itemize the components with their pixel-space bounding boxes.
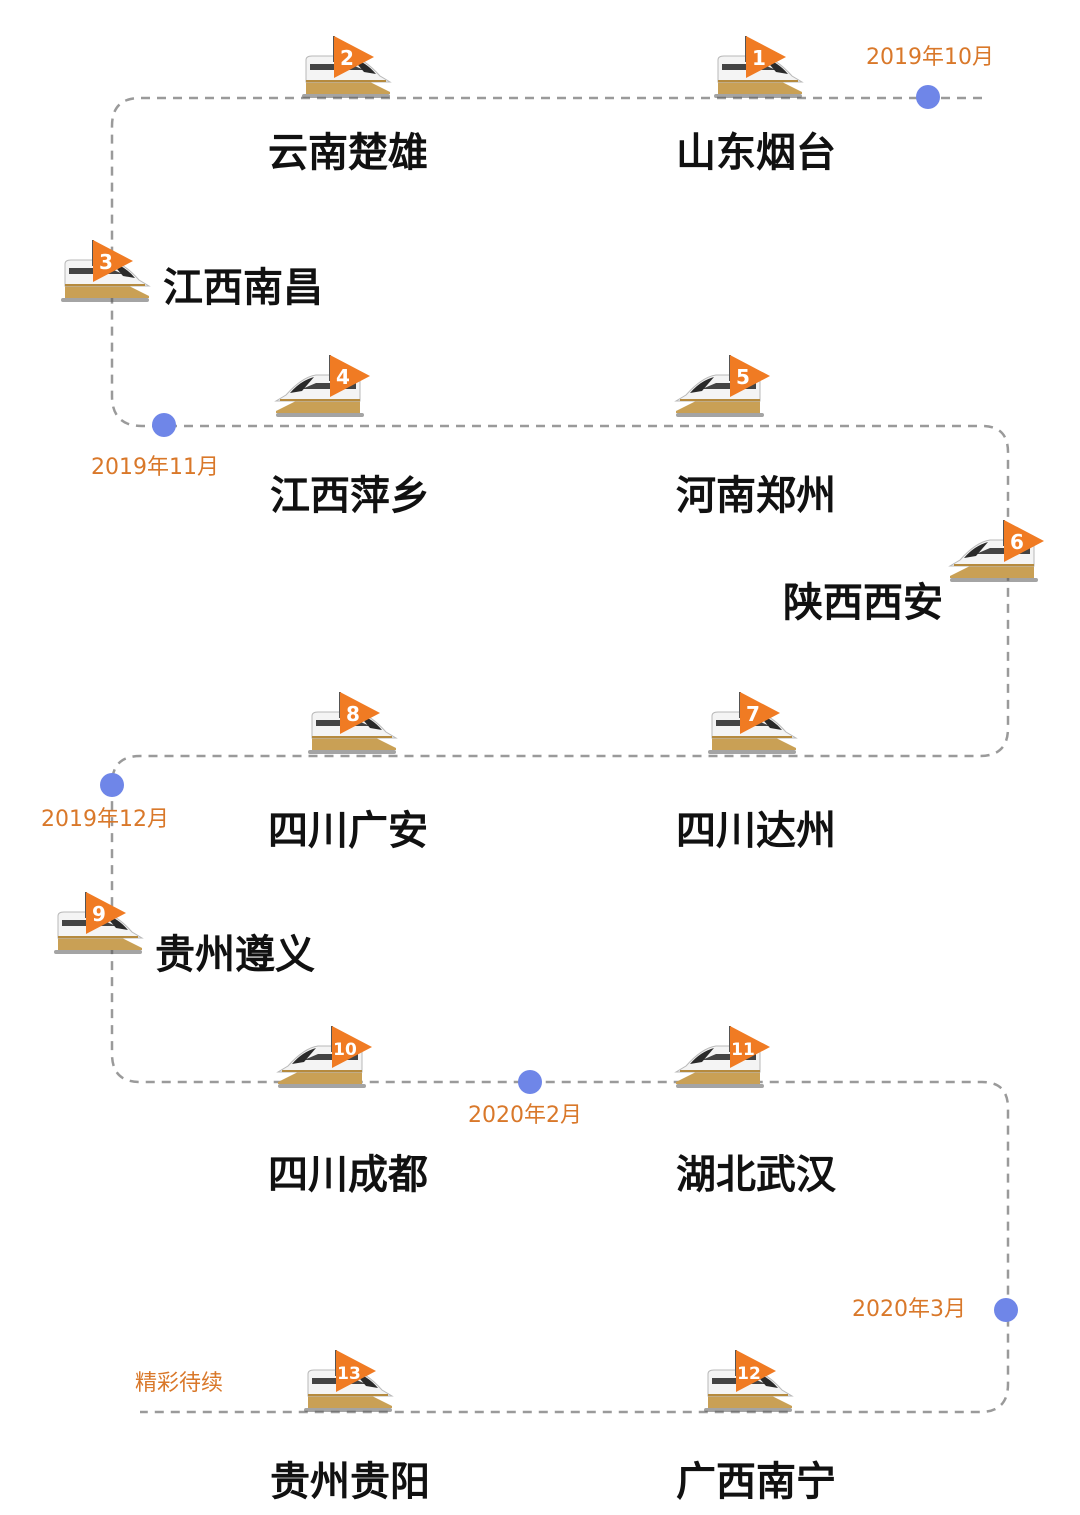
flag-icon [730,355,770,397]
milestone-date-2: 2019年11月 [91,455,219,480]
flag-number: 5 [736,365,750,389]
flag-icon [1004,520,1044,562]
city-label-11: 湖北武汉 [676,1152,836,1198]
ending-label: 精彩待续 [135,1371,224,1396]
milestone-date-4: 2020年2月 [468,1103,582,1128]
city-label-2: 云南楚雄 [268,130,428,176]
milestone-date-3: 2019年12月 [41,807,169,832]
flag-number: 8 [346,702,360,726]
flag-number: 13 [337,1364,361,1384]
route-line [110,96,1010,1414]
city-label-10: 四川成都 [268,1152,428,1198]
flag-icon [334,36,374,78]
flag-number: 11 [731,1040,755,1060]
train-marker-11: 11 [674,1026,770,1088]
flag-icon [332,1026,372,1068]
flag-number: 3 [99,250,113,274]
city-label-3: 江西南昌 [163,265,323,311]
train-marker-3: 3 [61,240,151,302]
flag-number: 9 [92,902,106,926]
flag-number: 2 [340,46,354,70]
train-icon [674,1045,764,1088]
train-marker-2: 2 [302,36,392,98]
flag-number: 10 [333,1040,357,1060]
milestone-dot-1 [916,85,940,109]
milestone-dot-5 [994,1298,1018,1322]
flag-number: 4 [336,365,350,389]
flag-icon [736,1350,776,1392]
flag-icon [86,892,126,934]
city-label-13: 贵州贵阳 [270,1459,430,1505]
city-label-8: 四川广安 [268,808,428,854]
train-marker-5: 5 [674,355,770,417]
flag-icon [330,355,370,397]
flag-icon [336,1350,376,1392]
city-label-1: 山东烟台 [676,130,836,176]
train-marker-6: 6 [948,520,1044,582]
milestone-dot-3 [100,773,124,797]
flag-icon [746,36,786,78]
train-marker-7: 7 [708,692,798,754]
flag-icon [730,1026,770,1068]
milestone-dot-2 [152,413,176,437]
city-label-5: 河南郑州 [676,473,836,519]
milestone-dot-4 [518,1070,542,1094]
flag-icon [740,692,780,734]
flag-number: 12 [737,1364,761,1384]
train-icon [304,1369,394,1412]
train-marker-10: 10 [276,1026,372,1088]
city-label-7: 四川达州 [676,808,836,854]
city-label-9: 贵州遵义 [155,932,315,978]
train-marker-4: 4 [274,355,370,417]
milestone-date-5: 2020年3月 [852,1297,966,1322]
city-label-12: 广西南宁 [676,1459,836,1505]
milestone-dots [100,85,1018,1322]
flag-number: 6 [1010,530,1024,554]
train-marker-12: 12 [704,1350,794,1412]
flag-icon [340,692,380,734]
train-marker-8: 8 [308,692,398,754]
flag-number: 7 [746,702,760,726]
train-marker-9: 9 [54,892,144,954]
milestone-date-1: 2019年10月 [866,45,994,70]
flag-icon [93,240,133,282]
train-marker-13: 13 [304,1350,394,1412]
city-label-6: 陕西西安 [783,580,943,626]
city-label-4: 江西萍乡 [270,473,430,519]
train-marker-1: 1 [714,36,804,98]
flag-number: 1 [752,46,766,70]
